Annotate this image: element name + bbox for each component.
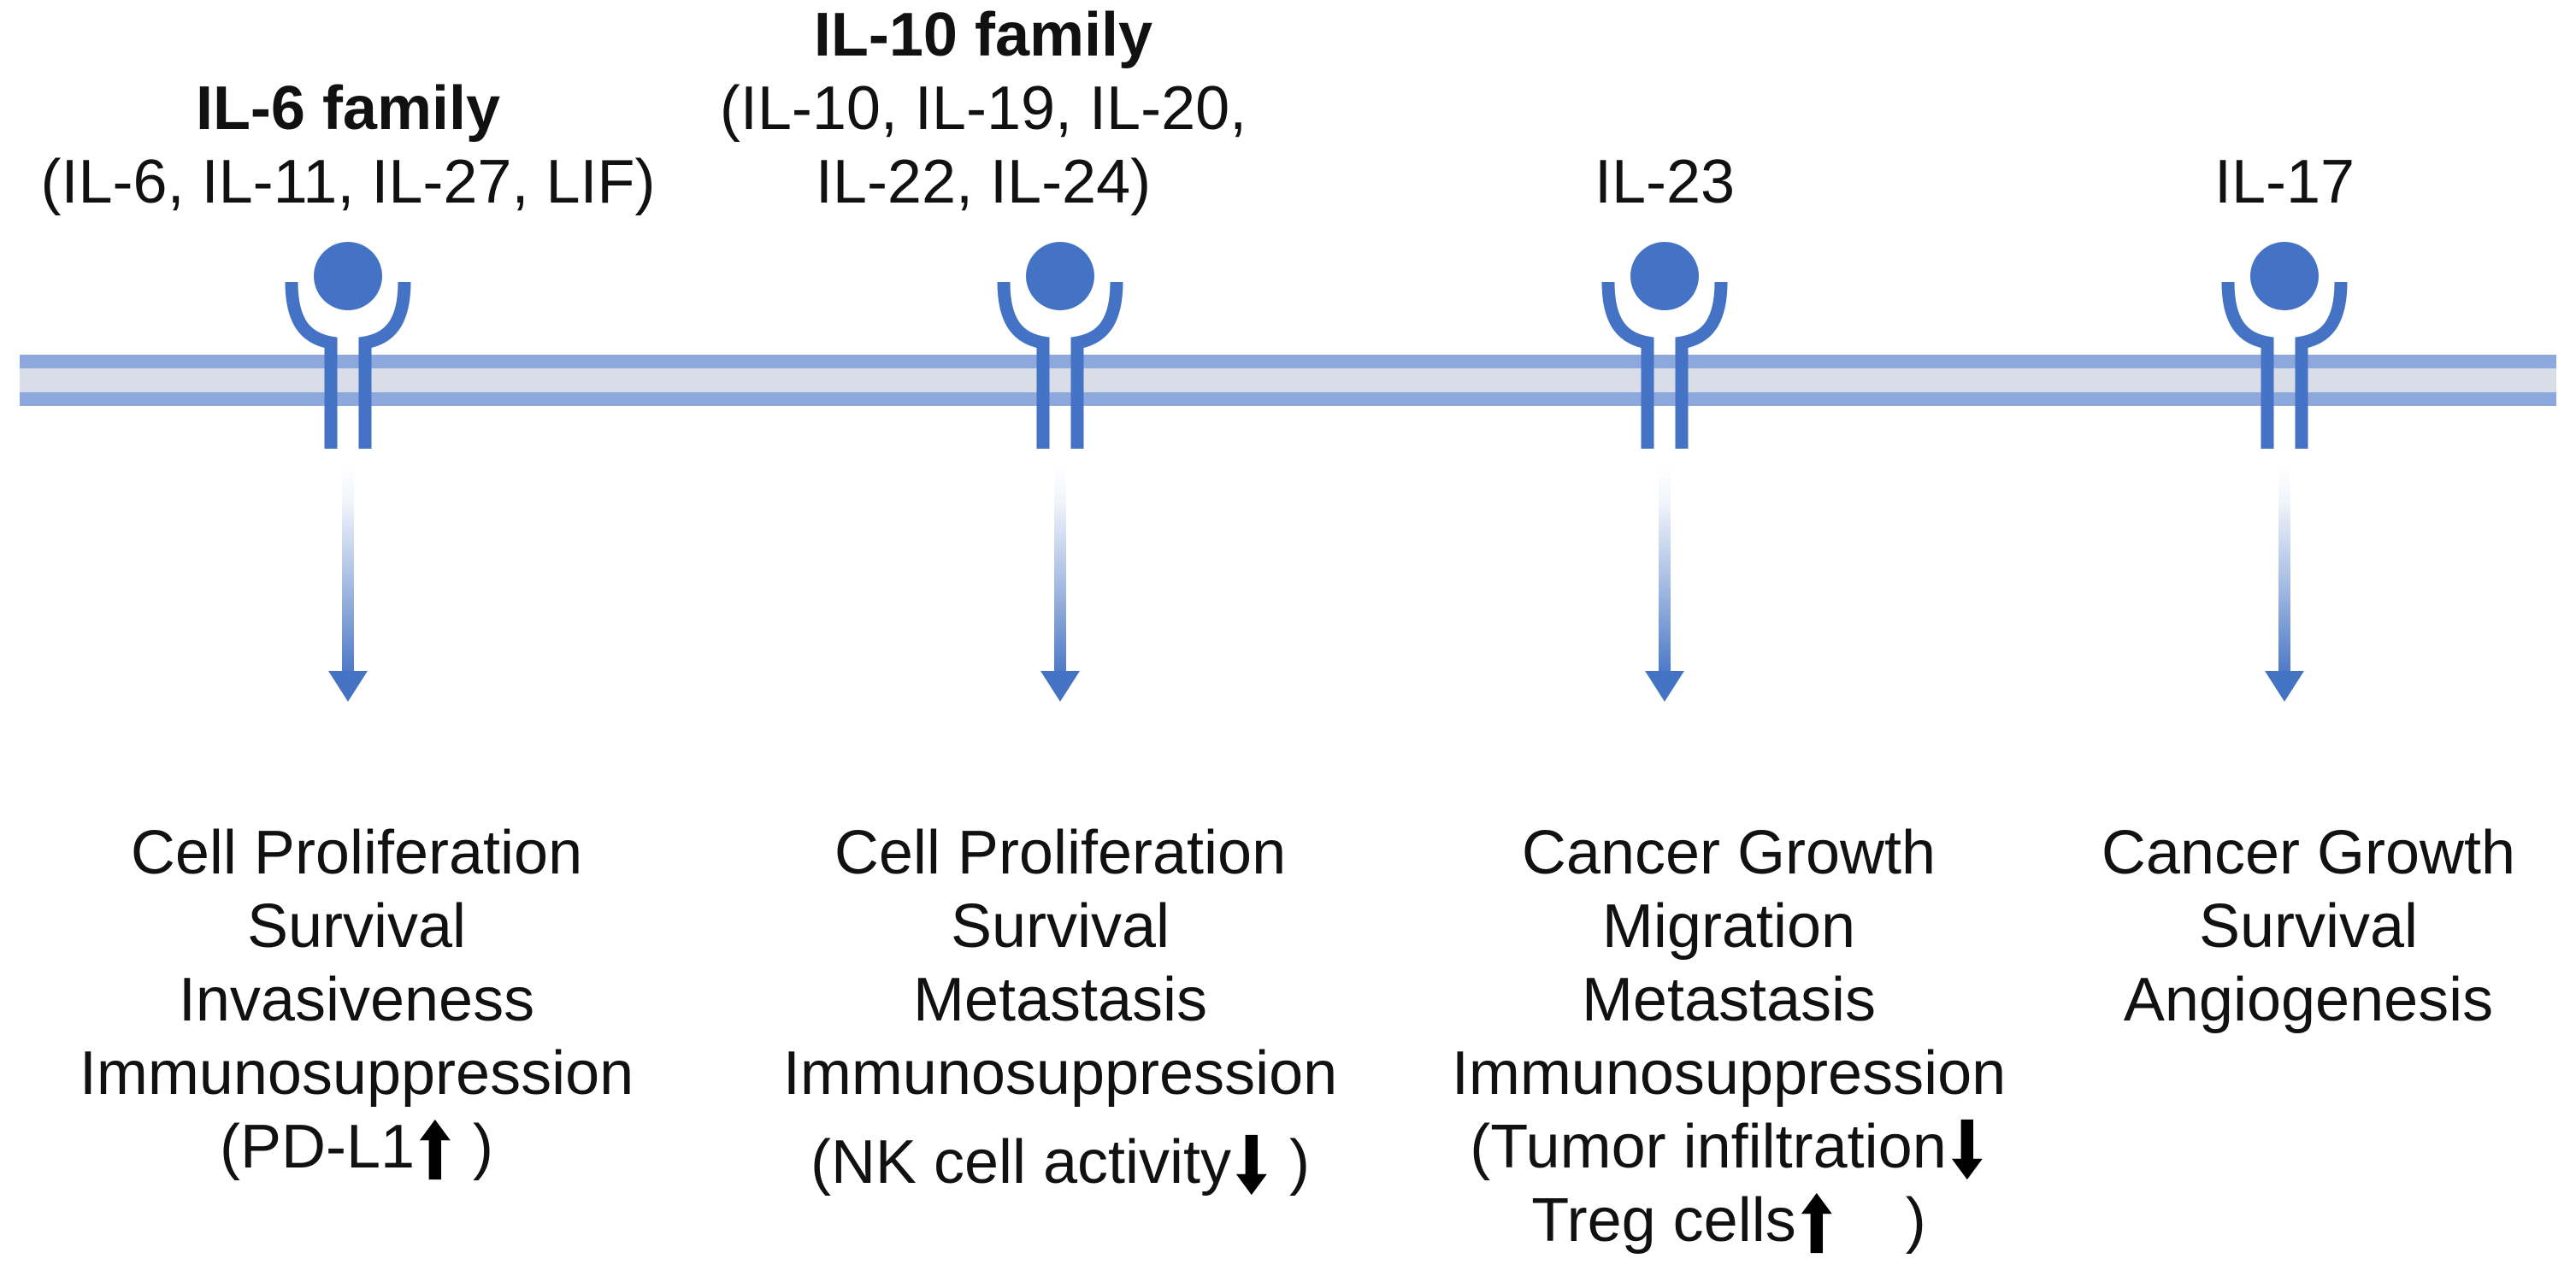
note-text: ): [456, 1113, 494, 1181]
note-text: ): [1272, 1128, 1311, 1197]
effect-item: Immunosuppression: [79, 1039, 634, 1108]
receptor-icon: [285, 242, 411, 449]
note-text: (NK cell activity: [810, 1128, 1232, 1197]
column-il17-header: IL-17: [2214, 145, 2355, 219]
effect-item: Migration: [1601, 892, 1856, 961]
signal-arrow-down-icon: [1040, 466, 1080, 702]
signal-arrow-down-icon: [2265, 466, 2304, 702]
effect-item: Survival: [2198, 892, 2419, 961]
effect-item: Cell Proliferation: [834, 819, 1287, 887]
effect-item: Angiogenesis: [2123, 966, 2494, 1034]
cytokine-family-members: IL-22, IL-24): [815, 148, 1152, 216]
column-il6-effects: Cell Proliferation Survival Invasiveness…: [80, 816, 634, 1184]
column-il17-effects: Cancer Growth Survival Angiogenesis: [2101, 816, 2515, 1037]
membrane-outer-leaflet: [20, 355, 2556, 368]
effect-item: Survival: [246, 892, 467, 961]
effect-note: (Tumor infiltration: [1452, 1110, 2006, 1184]
effect-item: Metastasis: [912, 966, 1208, 1034]
note-text: Treg cells: [1531, 1186, 1796, 1255]
bold-down-arrow-icon: [1951, 1119, 1983, 1180]
column-il23-header: IL-23: [1595, 145, 1735, 219]
effect-item: Invasiveness: [178, 966, 535, 1034]
bold-up-arrow-icon: [420, 1119, 451, 1180]
effect-note: Treg cells ): [1452, 1184, 2006, 1257]
effect-item: Immunosuppression: [1451, 1039, 2007, 1108]
effect-note: (NK cell activity ): [783, 1126, 1337, 1199]
effect-item: Cancer Growth: [2101, 819, 2516, 887]
effect-item: Cancer Growth: [1521, 819, 1936, 887]
receptor-icon: [1601, 242, 1728, 449]
column-il6-header: IL-6 family (IL-6, IL-11, IL-27, LIF): [41, 72, 656, 219]
receptor-icon: [2221, 242, 2348, 449]
cell-membrane: [20, 355, 2556, 406]
effect-item: Cell Proliferation: [130, 819, 583, 887]
column-il10-header: IL-10 family (IL-10, IL-19, IL-20, IL-22…: [720, 0, 1247, 219]
column-il23-effects: Cancer Growth Migration Metastasis Immun…: [1452, 816, 2006, 1257]
receptor-icon: [997, 242, 1123, 449]
signal-arrow-down-icon: [1645, 466, 1684, 702]
signal-arrow-down-icon: [328, 466, 368, 702]
note-text: (PD-L1: [219, 1113, 416, 1181]
bold-down-arrow-icon: [1236, 1134, 1268, 1196]
effect-note: (PD-L1 ): [80, 1110, 634, 1184]
cytokine-name: IL-17: [2213, 148, 2355, 216]
effect-item: Immunosuppression: [782, 1039, 1338, 1108]
cytokine-family-members: (IL-6, IL-11, IL-27, LIF): [40, 148, 656, 216]
cytokine-family-members: (IL-10, IL-19, IL-20,: [719, 74, 1247, 143]
membrane-core: [20, 368, 2556, 392]
effect-item: Metastasis: [1581, 966, 1877, 1034]
cytokine-family-name: IL-10 family: [813, 1, 1153, 69]
column-il10-effects: Cell Proliferation Survival Metastasis I…: [783, 816, 1337, 1199]
cytokine-name: IL-23: [1594, 148, 1736, 216]
note-text: ): [1836, 1186, 1926, 1255]
note-text: (Tumor infiltration: [1470, 1113, 1947, 1181]
effect-item: Survival: [950, 892, 1170, 961]
bold-up-arrow-icon: [1801, 1192, 1832, 1254]
membrane-inner-leaflet: [20, 392, 2556, 406]
cytokine-family-name: IL-6 family: [195, 74, 501, 143]
